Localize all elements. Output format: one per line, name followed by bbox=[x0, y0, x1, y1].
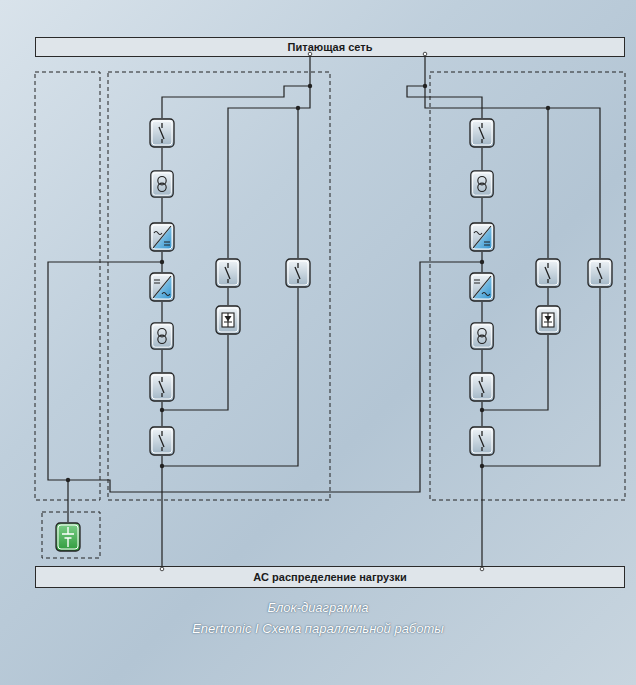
switch-symbol bbox=[470, 119, 494, 147]
rectifier-symbol bbox=[150, 223, 174, 251]
junction-dot bbox=[480, 464, 484, 468]
battery-frame bbox=[35, 72, 100, 500]
terminal bbox=[423, 52, 427, 56]
terminal bbox=[160, 567, 164, 571]
junction-dot bbox=[480, 408, 484, 412]
terminal-dot bbox=[160, 567, 164, 571]
transformer-symbol bbox=[151, 323, 173, 349]
switch-symbol bbox=[216, 259, 240, 287]
junction-dot bbox=[66, 478, 70, 482]
caption: Блок-диаграмма bbox=[0, 600, 636, 615]
terminal bbox=[480, 567, 484, 571]
terminal-dot bbox=[423, 52, 427, 56]
transformer-symbol bbox=[471, 171, 493, 197]
junction-dot bbox=[160, 464, 164, 468]
switch-symbol bbox=[150, 119, 174, 147]
switch-symbol bbox=[470, 427, 494, 455]
inverter-symbol bbox=[470, 273, 494, 301]
component-symbols bbox=[56, 119, 612, 551]
transformer-symbol bbox=[471, 323, 493, 349]
ups-frame bbox=[108, 72, 330, 500]
switch-symbol bbox=[150, 373, 174, 401]
bus-label: AC распределение нагрузки bbox=[253, 571, 407, 583]
terminal bbox=[308, 52, 312, 56]
junction-dot bbox=[480, 260, 484, 264]
junction-dot bbox=[423, 84, 427, 88]
junction-dot bbox=[160, 408, 164, 412]
wiring bbox=[48, 57, 600, 566]
junction-dot bbox=[296, 106, 300, 110]
battery-frame bbox=[42, 512, 100, 558]
static-switch-symbol bbox=[536, 306, 560, 334]
terminal-dot bbox=[480, 567, 484, 571]
junction-dot bbox=[308, 84, 312, 88]
transformer-symbol bbox=[151, 171, 173, 197]
dashed-frames bbox=[35, 72, 625, 558]
inverter-symbol bbox=[150, 273, 174, 301]
junction-dot bbox=[546, 106, 550, 110]
junction-dots bbox=[66, 84, 550, 482]
battery-symbol bbox=[56, 523, 80, 551]
bus-band: AC распределение нагрузки bbox=[35, 566, 625, 588]
switch-symbol bbox=[286, 259, 310, 287]
terminal-dot bbox=[308, 52, 312, 56]
bus-label: Питающая сеть bbox=[288, 41, 373, 53]
caption-line: Enertronic I Схема параллельной работы bbox=[0, 621, 636, 636]
rectifier-symbol bbox=[470, 223, 494, 251]
switch-symbol bbox=[588, 259, 612, 287]
static-switch-symbol bbox=[216, 306, 240, 334]
switch-symbol bbox=[470, 373, 494, 401]
ups-frame bbox=[430, 72, 625, 500]
junction-dot bbox=[160, 260, 164, 264]
bus-band: Питающая сеть bbox=[35, 37, 625, 57]
switch-symbol bbox=[536, 259, 560, 287]
switch-symbol bbox=[150, 427, 174, 455]
